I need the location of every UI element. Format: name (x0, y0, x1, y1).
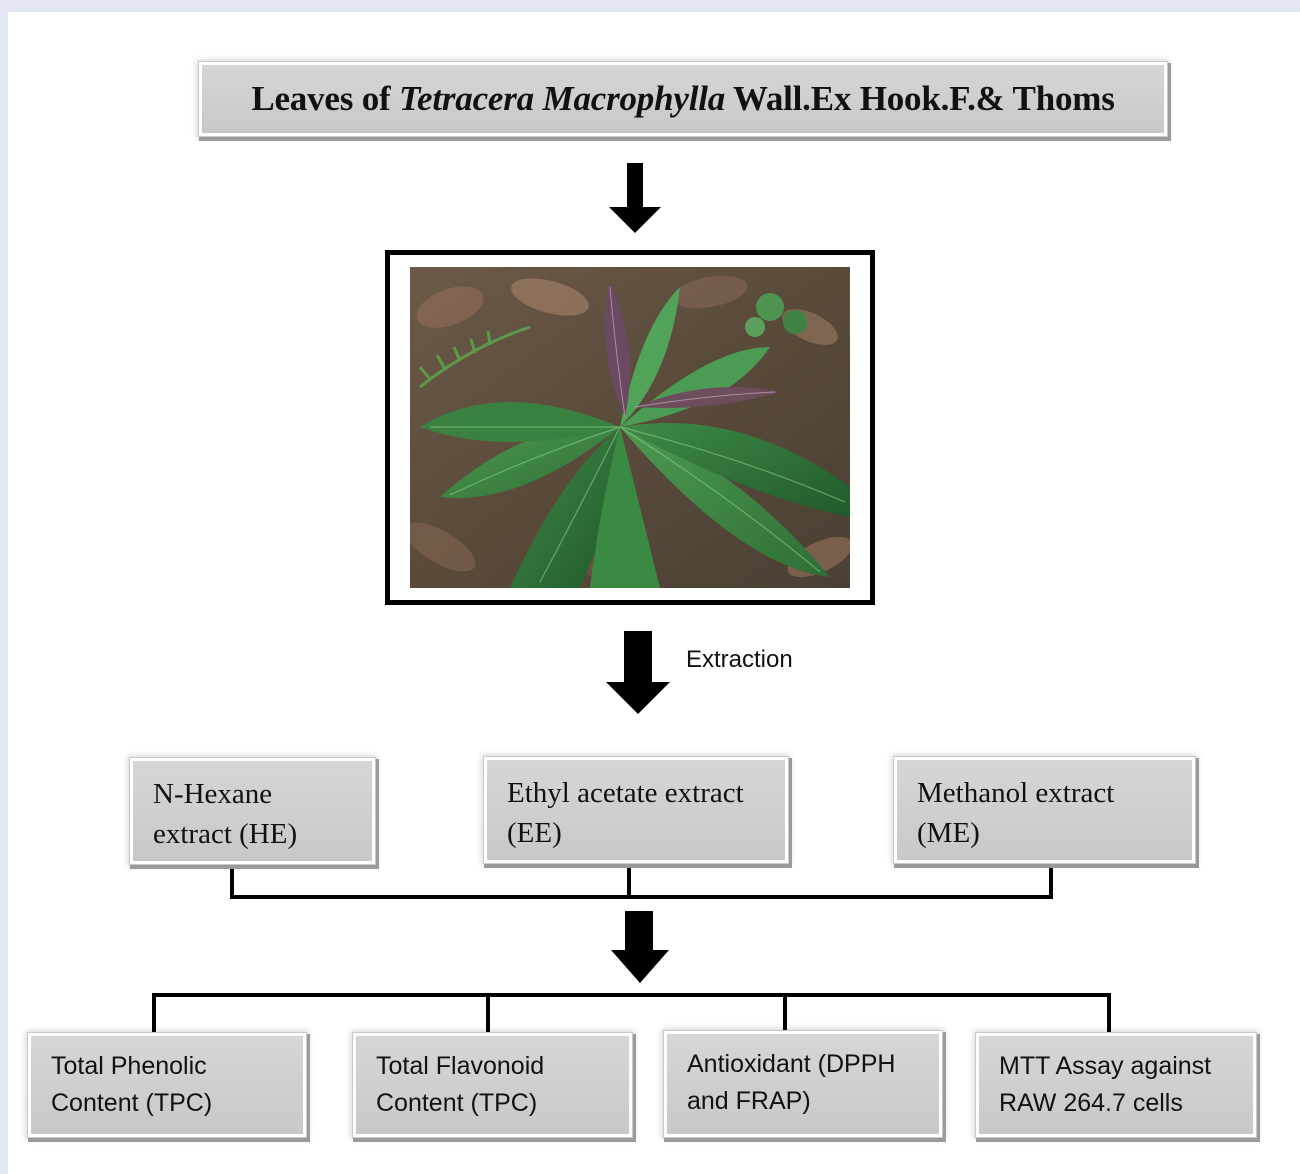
test-label-line2: Content (TPC) (51, 1089, 213, 1117)
extraction-arrow-down-icon (606, 631, 670, 714)
extract-label-line1: Ethyl acetate extract (507, 777, 744, 809)
extract-label-line2: (ME) (917, 817, 980, 849)
extract-label-line2: extract (HE) (153, 818, 298, 850)
plant-title-box: Leaves of Tetracera Macrophylla Wall.Ex … (199, 62, 1167, 136)
analysis-arrow-down-icon (611, 911, 669, 983)
test-label-line1: Antioxidant (DPPH (687, 1050, 896, 1078)
plant-leaves-illustration (410, 267, 850, 588)
test-label-line1: Total Phenolic (51, 1052, 207, 1080)
test-box-total-flavonoid: Total Flavonoid Content (TPC) (353, 1033, 632, 1137)
plant-title-prefix: Leaves of (251, 79, 400, 118)
arrow-down-icon (609, 163, 661, 233)
test-box-total-phenolic: Total Phenolic Content (TPC) (28, 1033, 306, 1137)
extract-label-line2: (EE) (507, 817, 562, 849)
extracts-merge-bracket (230, 866, 1053, 899)
test-box-antioxidant: Antioxidant (DPPH and FRAP) (664, 1031, 942, 1137)
extraction-label: Extraction (686, 646, 793, 673)
plant-title-suffix: Wall.Ex Hook.F.& Thoms (725, 79, 1115, 118)
extract-box-hexane: N-Hexane extract (HE) (130, 758, 375, 864)
test-label-line1: Total Flavonoid (376, 1052, 545, 1080)
extract-box-methanol: Methanol extract (ME) (894, 757, 1195, 863)
test-label-line2: and FRAP) (687, 1087, 811, 1115)
test-label-line2: Content (TPC) (376, 1089, 538, 1117)
extract-box-ethyl-acetate: Ethyl acetate extract (EE) (484, 757, 788, 863)
test-box-mtt-assay: MTT Assay against RAW 264.7 cells (976, 1033, 1256, 1137)
extract-label-line1: Methanol extract (917, 777, 1115, 809)
test-label-line2: RAW 264.7 cells (999, 1089, 1183, 1117)
test-label-line1: MTT Assay against (999, 1052, 1212, 1080)
plant-species-name: Tetracera Macrophylla (399, 79, 726, 118)
plant-photo (410, 267, 850, 588)
extract-label-line1: N-Hexane (153, 778, 273, 810)
tests-split-bracket (152, 993, 1111, 1033)
